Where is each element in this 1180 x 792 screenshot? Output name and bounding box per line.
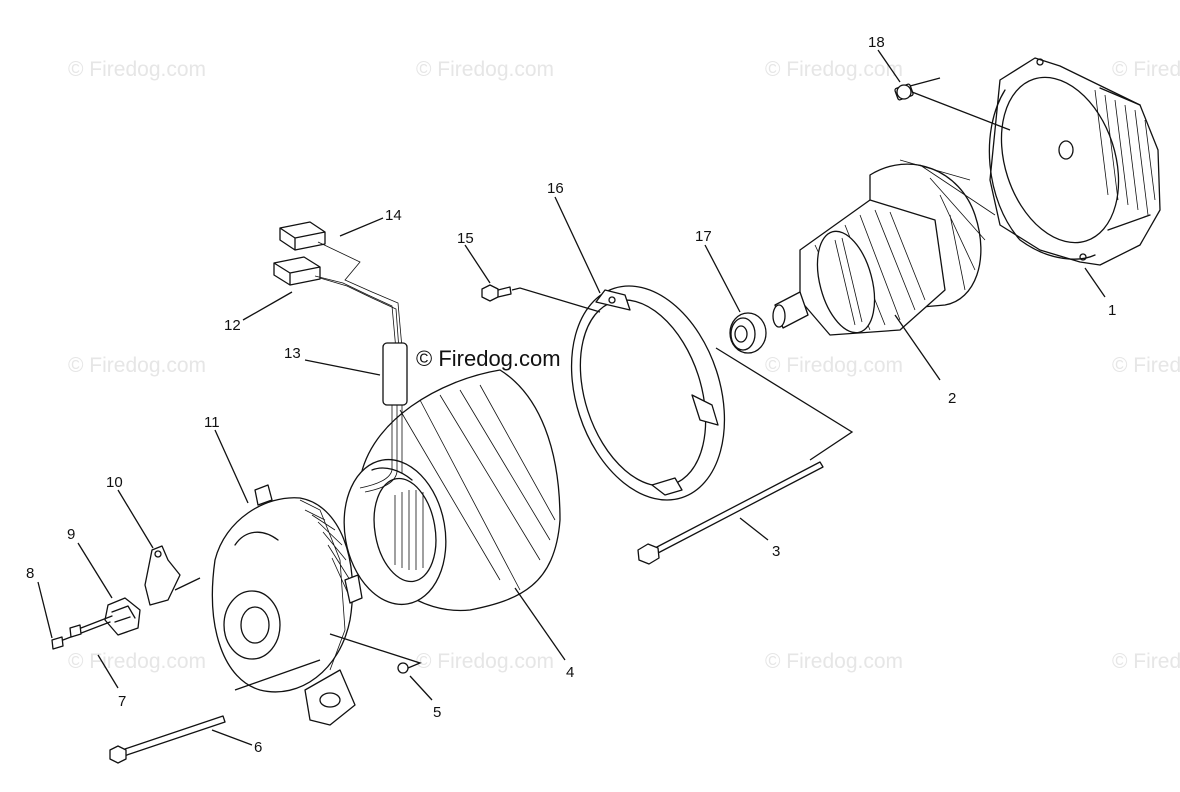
leader-lines — [37, 49, 1106, 746]
watermark: © Firedog.com — [416, 650, 554, 673]
callout-9: 9 — [67, 526, 75, 543]
callout-2: 2 — [948, 390, 956, 407]
callout-15: 15 — [457, 230, 474, 247]
callout-7: 7 — [118, 693, 126, 710]
callout-17: 17 — [695, 228, 712, 245]
watermark: © Firedog.com — [68, 58, 206, 81]
callout-5: 5 — [433, 704, 441, 721]
part-front-bracket — [570, 285, 726, 501]
watermark: © Firedog.com — [1112, 354, 1180, 377]
callout-14: 14 — [385, 207, 402, 224]
watermark: © Firedog.com — [1112, 650, 1180, 673]
callout-6: 6 — [254, 739, 262, 756]
callout-13: 13 — [284, 345, 301, 362]
part-stator — [343, 369, 561, 612]
watermark: © Firedog.com — [765, 354, 903, 377]
part-end-frame — [211, 484, 363, 726]
callout-12: 12 — [224, 317, 241, 334]
watermark: © Firedog.com — [765, 58, 903, 81]
part-bolt-15 — [481, 284, 601, 313]
callout-8: 8 — [26, 565, 34, 582]
watermark: © Firedog.com — [68, 650, 206, 673]
part-rear-housing — [988, 57, 1161, 266]
watermark: © Firedog.com — [765, 650, 903, 673]
callout-1: 1 — [1108, 302, 1116, 319]
watermark: © Firedog.com — [1112, 58, 1180, 81]
part-wire-harness — [273, 221, 408, 493]
callout-18: 18 — [868, 34, 885, 51]
callout-16: 16 — [547, 180, 564, 197]
part-screw-5 — [329, 633, 422, 674]
callout-10: 10 — [106, 474, 123, 491]
callout-numbers: 1 2 3 4 5 6 7 8 9 10 11 12 13 14 15 16 1… — [26, 34, 1116, 756]
part-rotor — [772, 159, 996, 336]
part-bearing — [729, 312, 767, 354]
central-watermark: © Firedog.com — [416, 346, 561, 371]
part-terminal-assembly — [51, 545, 201, 650]
part-screw-18 — [894, 77, 1011, 131]
watermark: © Firedog.com — [68, 354, 206, 377]
watermark: © Firedog.com — [416, 58, 554, 81]
part-through-bolt — [637, 347, 854, 565]
callout-11: 11 — [204, 414, 220, 431]
part-long-bolt — [109, 659, 321, 764]
watermark-layer: © Firedog.com © Firedog.com © Firedog.co… — [68, 58, 1180, 673]
callout-4: 4 — [566, 664, 574, 681]
callout-3: 3 — [772, 543, 780, 560]
